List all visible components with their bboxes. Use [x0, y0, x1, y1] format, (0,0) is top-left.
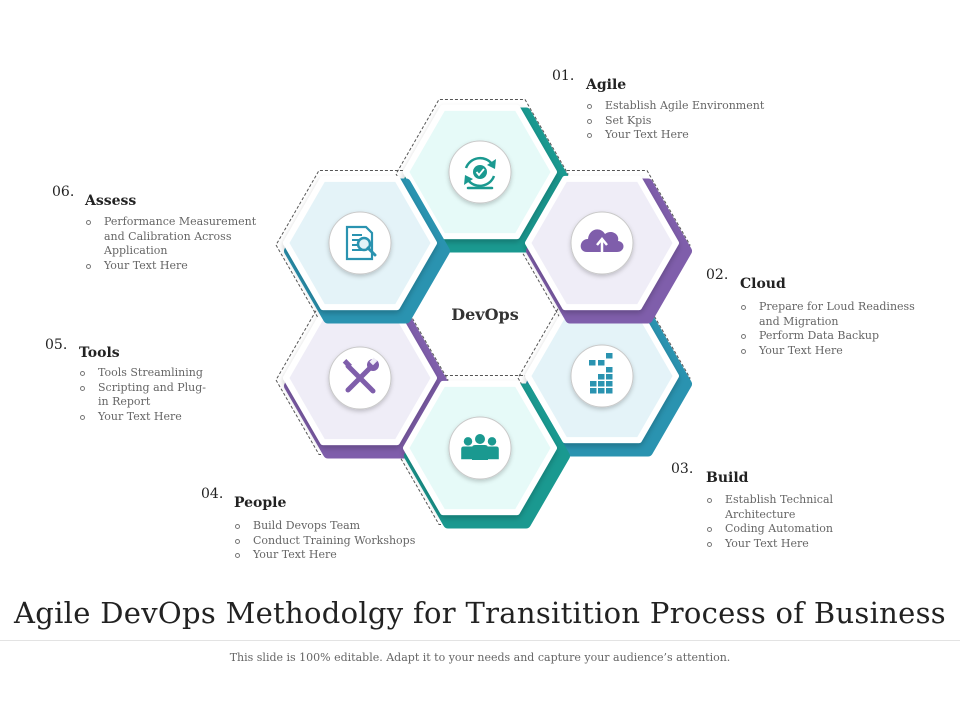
list-item: Your Text Here — [740, 344, 925, 359]
list-item: Your Text Here — [85, 259, 265, 274]
list-item: Prepare for Loud Readiness and Migration — [740, 300, 925, 329]
slide-subtitle: This slide is 100% editable. Adapt it to… — [229, 651, 731, 664]
step-points: Tools Streamlining Scripting and Plug-in… — [79, 366, 214, 424]
step-number: 05. — [45, 337, 68, 353]
document-search-icon — [328, 211, 392, 275]
list-item: Scripting and Plug-in Report — [79, 381, 214, 410]
blocks-icon — [570, 344, 634, 408]
cloud-upload-icon — [570, 211, 634, 275]
step-points: Performance Measurement and Calibration … — [85, 215, 265, 273]
step-points: Prepare for Loud Readiness and Migration… — [740, 300, 925, 358]
list-item: Performance Measurement and Calibration … — [85, 215, 265, 259]
list-item: Tools Streamlining — [79, 366, 214, 381]
step-number: 01. — [552, 68, 575, 84]
step-points: Establish Technical Architecture Coding … — [706, 493, 846, 551]
step-number: 03. — [671, 461, 694, 477]
tools-icon — [328, 346, 392, 410]
list-item: Your Text Here — [234, 548, 434, 563]
list-item: Your Text Here — [586, 128, 796, 143]
hexagon-cycle-diagram — [275, 99, 692, 529]
divider — [0, 640, 960, 641]
step-title: Cloud — [740, 276, 786, 292]
slide-title: Agile DevOps Methodolgy for Transitition… — [14, 596, 946, 630]
step-points: Build Devops Team Conduct Training Works… — [234, 519, 434, 563]
step-number: 04. — [201, 486, 224, 502]
list-item: Conduct Training Workshops — [234, 534, 434, 549]
list-item: Establish Technical Architecture — [706, 493, 846, 522]
list-item: Your Text Here — [79, 410, 214, 425]
step-title: Build — [706, 470, 749, 486]
list-item: Set Kpis — [586, 114, 796, 129]
step-title: Agile — [586, 77, 627, 93]
step-number: 02. — [706, 267, 729, 283]
step-number: 06. — [52, 184, 75, 200]
team-icon — [448, 416, 512, 480]
list-item: Coding Automation — [706, 522, 846, 537]
list-item: Establish Agile Environment — [586, 99, 796, 114]
list-item: Build Devops Team — [234, 519, 434, 534]
list-item: Your Text Here — [706, 537, 846, 552]
step-title: Assess — [85, 193, 137, 209]
agile-cycle-icon — [448, 140, 512, 204]
step-points: Establish Agile Environment Set Kpis You… — [586, 99, 796, 143]
step-title: People — [234, 495, 287, 511]
center-label: DevOps — [451, 305, 519, 324]
step-title: Tools — [79, 345, 120, 361]
list-item: Perform Data Backup — [740, 329, 925, 344]
